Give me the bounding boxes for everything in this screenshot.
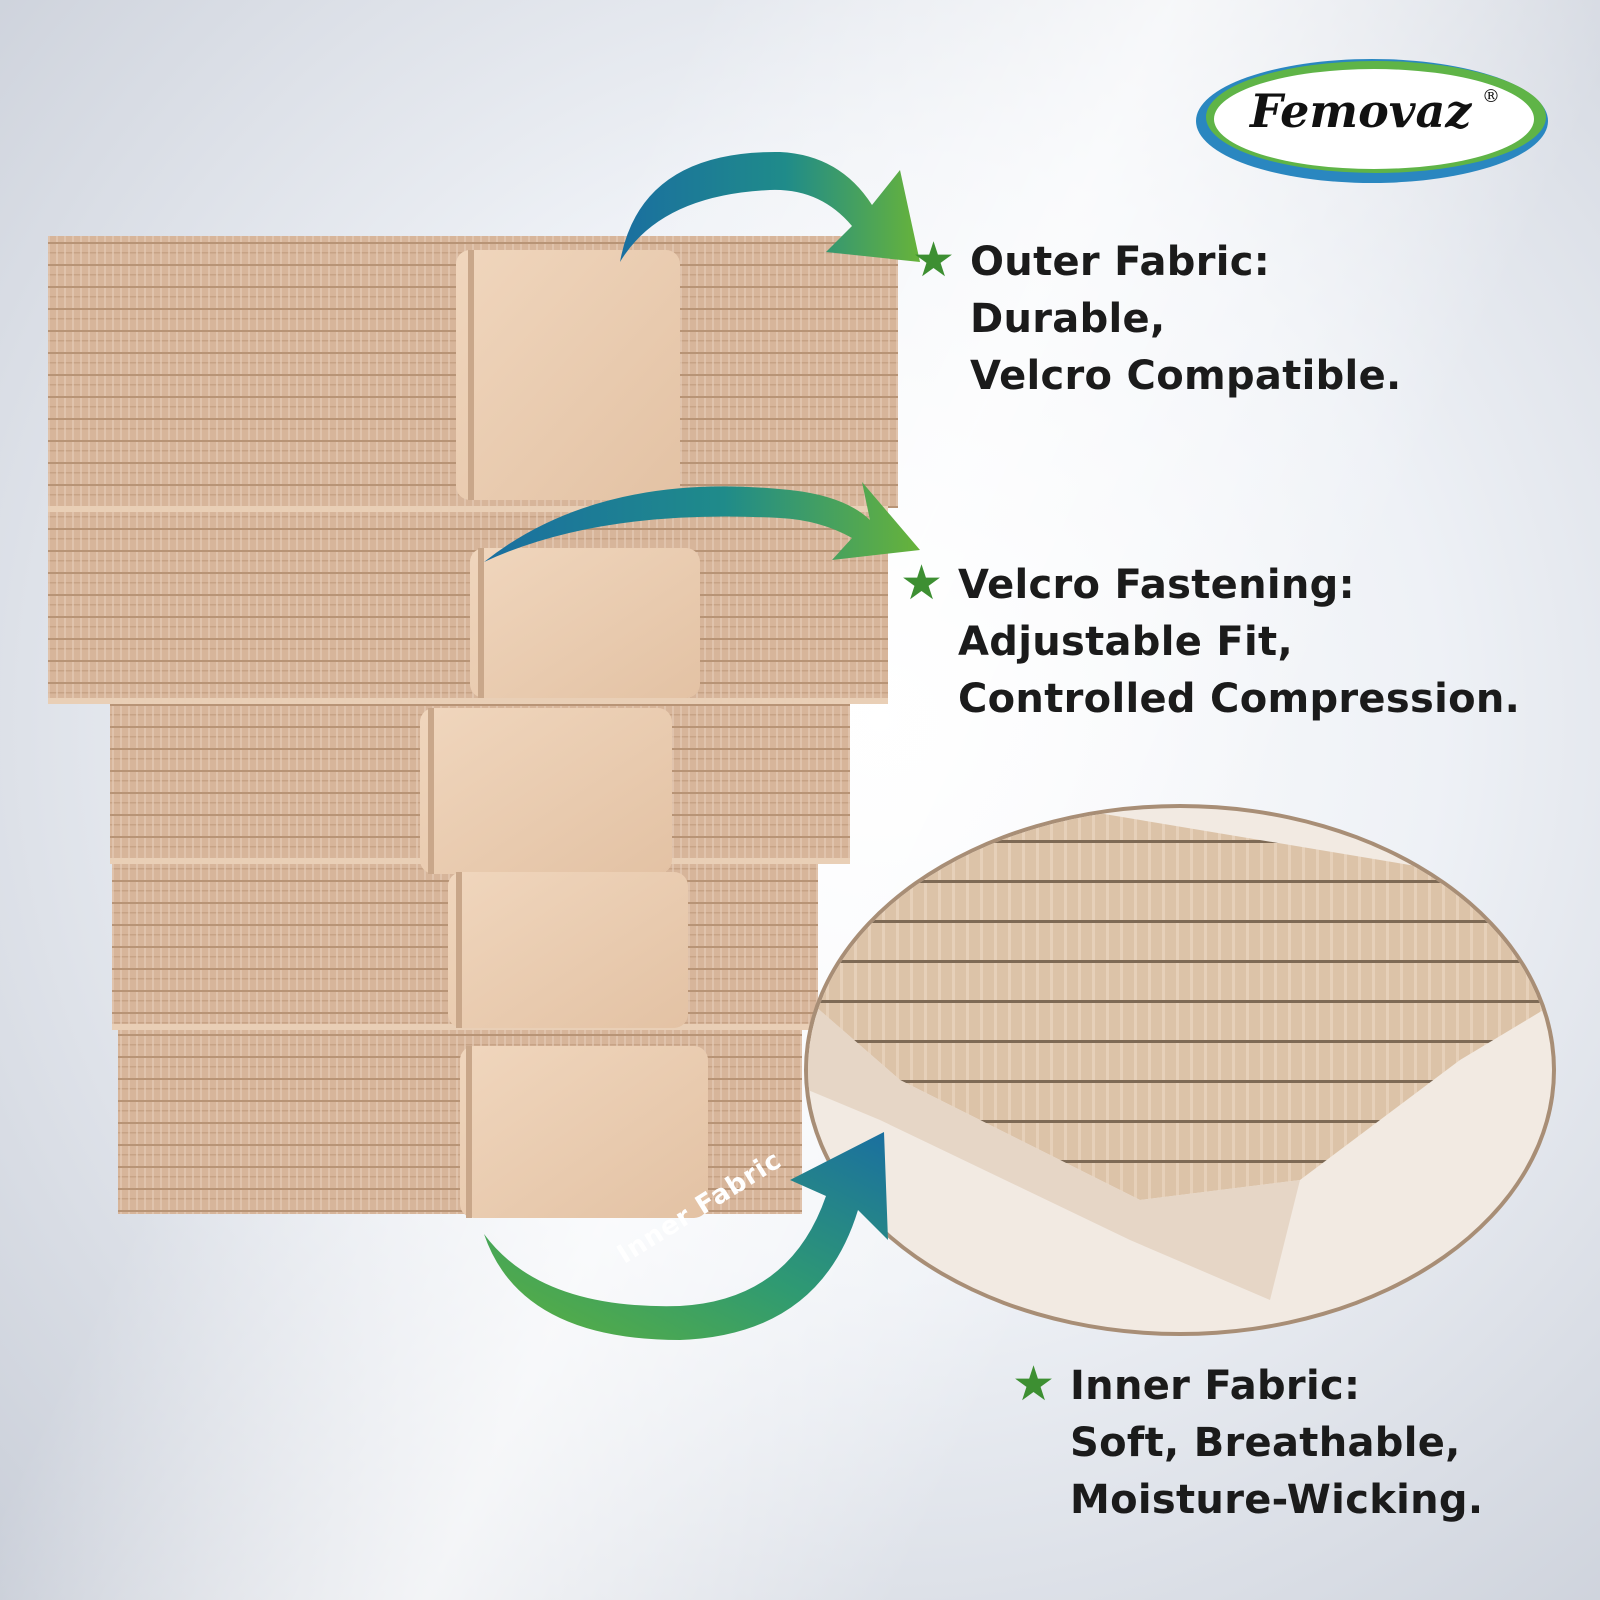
brand-logo [1196, 59, 1548, 183]
registered-mark: ® [1482, 86, 1500, 107]
feature-heading: Inner Fabric: [1070, 1363, 1361, 1409]
star-icon: ★ [912, 232, 956, 288]
feature-line: Velcro Compatible. [970, 353, 1402, 399]
feature-line: Soft, Breathable, [1070, 1420, 1461, 1466]
feature-heading: Velcro Fastening: [958, 562, 1355, 608]
feature-velcro-fastening: ★ Velcro Fastening: Adjustable Fit, Cont… [900, 555, 1521, 728]
feature-line: Adjustable Fit, [958, 619, 1293, 665]
feature-line: Moisture-Wicking. [1070, 1477, 1484, 1523]
star-icon: ★ [1012, 1356, 1056, 1412]
arrow-icon [484, 151, 920, 1340]
inner-fabric-closeup [804, 804, 1556, 1336]
feature-outer-fabric: ★ Outer Fabric: Durable, Velcro Compatib… [912, 232, 1402, 405]
feature-inner-fabric: ★ Inner Fabric: Soft, Breathable, Moistu… [1012, 1356, 1484, 1529]
feature-line: Controlled Compression. [958, 676, 1521, 722]
star-icon: ★ [900, 555, 944, 611]
feature-line: Durable, [970, 296, 1166, 342]
brand-name: Femovaz [1250, 84, 1472, 138]
velcro-tabs [420, 250, 708, 1218]
feature-heading: Outer Fabric: [970, 239, 1271, 285]
